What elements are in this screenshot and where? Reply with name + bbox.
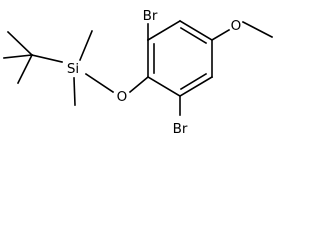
- atom-label-o-methoxy: O: [231, 18, 242, 34]
- bond-o-ring: [128, 75, 150, 94]
- ring-bond-c5-c6: [178, 75, 214, 98]
- ring-bond-c2-c3: [146, 19, 182, 42]
- bond-o-methyl: [241, 20, 274, 39]
- bond-tbu-methyl-top: [6, 30, 34, 57]
- bond-si-o: [84, 72, 115, 94]
- ring-bond-c3-c4: [178, 19, 214, 42]
- atom-label-o-silyl: O: [117, 89, 128, 105]
- ring-double-bond-bottom-right: [179, 72, 208, 91]
- atom-label-br-bottom: Br: [173, 121, 188, 137]
- benzene-ring: [146, 19, 214, 98]
- atom-label-br-top: Br: [143, 8, 158, 24]
- bond-tbu-methyl-left: [3, 54, 33, 59]
- bond-ring-o-methoxy: [210, 28, 231, 42]
- bond-si-methyl-top: [78, 29, 94, 62]
- atom-label-si: Si: [67, 61, 79, 77]
- silyl-group: [73, 29, 150, 106]
- ring-double-bond-top-right: [179, 26, 208, 45]
- bond-tbu-methyl-bottom: [16, 53, 34, 85]
- bond-tbu-si: [31, 54, 63, 63]
- bond-si-methyl-bottom: [73, 77, 76, 106]
- tert-butyl-group: [3, 30, 63, 85]
- ring-bond-c6-c1: [146, 75, 182, 98]
- chemical-structure: Br Br O O Si: [3, 8, 274, 137]
